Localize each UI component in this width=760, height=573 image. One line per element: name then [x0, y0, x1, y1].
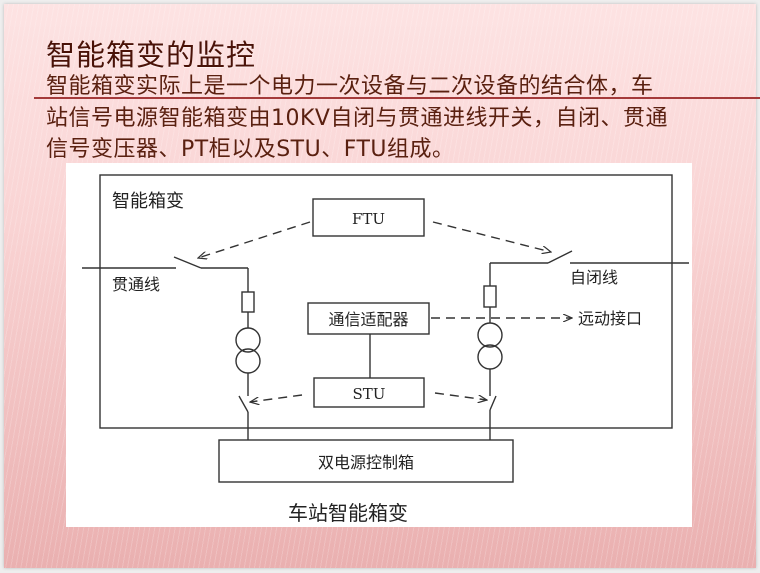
enclosure-box: [99, 174, 673, 429]
left-feeder: [82, 256, 261, 440]
dual-power-box: [218, 439, 514, 483]
body-line-3: 信号变压器、PT柜以及STU、FTU组成。: [46, 137, 455, 162]
left-transformer-coil-1: [235, 327, 261, 353]
enclosure-label: 智能箱变: [112, 191, 184, 212]
right-line-label: 自闭线: [570, 268, 618, 287]
slide-title: 智能箱变的监控: [46, 38, 257, 72]
stu-right-arrow: [434, 392, 487, 400]
ftu-label: FTU: [352, 210, 385, 228]
right-transformer-coil-1: [477, 322, 503, 348]
ftu-right-arrow: [432, 221, 551, 252]
comm-adapter-label: 通信适配器: [328, 310, 408, 329]
right-feeder: [477, 250, 689, 440]
left-line-label: 贯通线: [112, 275, 160, 294]
remote-interface-label: 远动接口: [578, 309, 642, 328]
right-main-switch: [547, 250, 573, 264]
left-main-switch: [173, 256, 202, 269]
right-fuse: [483, 285, 497, 308]
stu-label: STU: [353, 385, 386, 403]
body-line-2: 站信号电源智能箱变由10KV自闭与贯通进线开关，自闭、贯通: [46, 106, 668, 131]
stu-box: [313, 377, 425, 408]
diagram-image: [66, 163, 692, 527]
left-low-switch: [238, 395, 249, 413]
ftu-left-arrow: [198, 221, 311, 258]
ftu-box: [312, 198, 425, 237]
right-low-switch: [489, 395, 497, 411]
left-fuse: [241, 291, 255, 313]
stu-left-arrow: [250, 394, 303, 402]
dual-power-box-label: 双电源控制箱: [318, 453, 414, 472]
title-rule: [34, 97, 760, 99]
right-transformer-coil-2: [477, 344, 503, 370]
body-line-1: 智能箱变实际上是一个电力一次设备与二次设备的结合体，车: [46, 74, 654, 99]
diagram-caption: 车站智能箱变: [288, 501, 408, 525]
comm-adapter-box: [307, 302, 430, 335]
